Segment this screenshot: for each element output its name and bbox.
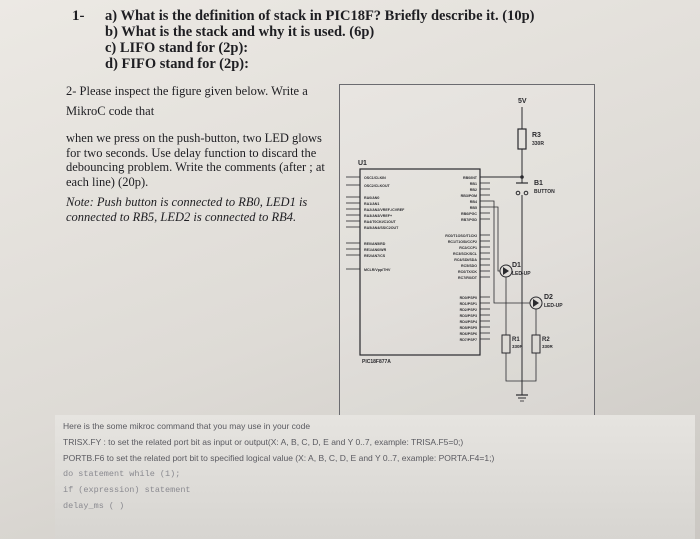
question-2: 2- Please inspect the figure given below… [66,84,328,189]
pin-label: RD5/PSP5 [460,326,477,330]
question-2-heading: MikroC code that [66,103,155,118]
pin-label: RD6/PSP6 [460,332,477,336]
pin-label: RA1/AN1 [364,202,379,206]
pin-label: OSC1/CLKIN [364,176,386,180]
pin-label: RC1/T1OSI/CCP2 [448,240,477,244]
resistor-r3 [517,128,527,150]
pin-label: RA0/AN0 [364,196,379,200]
b1-label: B1 [534,180,543,187]
r2-label: R2 [542,337,550,343]
pin-label: RC7/RX/DT [458,276,478,280]
pin-label: RB5 [470,206,477,210]
question-2-body: for two seconds. Use delay function to d… [66,145,317,160]
pin-label: RB2 [470,188,477,192]
question-2-body: each line) (20p). [66,174,149,189]
command-line: if (expression) statement [63,485,191,495]
question-2-note: Note: Push button is connected to RB0, L… [66,195,336,224]
command-intro: Here is the some mikroc command that you… [63,421,311,431]
pin-label: RD2/PSP2 [460,308,477,312]
microcontroller-chip [359,168,481,356]
pin-label: RA2/AN2/VREF-/CVREF [364,208,405,212]
pin-label: RC5/SDO [461,264,477,268]
pin-label: RA4/T0CKI/C1OUT [364,220,397,224]
pin-label: RA5/AN4/SS/C2OUT [364,226,399,230]
pin-label: RC3/SCK/SCL [453,252,478,256]
b1-type: BUTTON [534,189,555,195]
r1-label: R1 [512,337,520,343]
question-1-line: d) FIFO stand for (2p): [105,56,249,72]
d2-type: LED-UP [544,303,563,309]
r3-label: R3 [532,132,541,139]
ic-label: U1 [358,160,367,167]
pin-label: RD7/PSP7 [460,338,477,342]
pin-label: OSC2/CLKOUT [364,184,391,188]
pin-label: RB1 [470,182,477,186]
pin-label: RE2/AN7/CS [364,254,386,258]
question-1-line: c) LIFO stand for (2p): [105,40,249,56]
question-2-body: debouncing problem. Write the comments (… [66,160,325,174]
d2-label: D2 [544,294,553,301]
r3-value: 330R [532,141,544,147]
note-line: Note: Push button is connected to RB0, L… [66,195,308,209]
d1-type: LED-UP [512,271,531,277]
command-reference-box: Here is the some mikroc command that you… [55,415,695,539]
pin-label: RC6/TX/CK [458,270,477,274]
command-line: delay_ms ( ) [63,501,125,511]
pin-label: RD3/PSP3 [460,314,477,318]
schematic-drawing: 5V R3 330R B1 BUTTON U1 PIC18F877A [346,98,563,402]
pin-label: RE1/AN6/WR [364,248,387,252]
pin-label: RA3/AN3/VREF+ [364,214,392,218]
pin-label: MCLR/Vpp/THV [364,268,391,272]
pin-label: RB0/INT [463,176,478,180]
resistor-r1 [501,334,511,354]
note-line: connected to RB5, LED2 is connected to R… [66,209,297,224]
r2-value: 330R [542,344,554,349]
question-1-number: 1- [72,8,85,24]
command-line: PORTB.F6 to set the related port bit to … [63,453,495,463]
r1-value: 330R [512,344,524,349]
d1-label: D1 [512,262,521,269]
pin-label: RC0/T1OSO/T1CKI [445,234,477,238]
command-line: do statement while (1); [63,469,181,479]
supply-label: 5V [518,98,527,105]
question-1: a) What is the definition of stack in PI… [105,8,534,72]
pin-label: RB6/PGC [461,212,477,216]
question-1-line: a) What is the definition of stack in PI… [105,8,535,24]
pin-label: RC4/SDI/SDA [454,258,477,262]
circuit-schematic: 5V R3 330R B1 BUTTON U1 PIC18F877A [339,84,595,416]
command-line: TRISX.FY : to set the related port bit a… [63,437,464,447]
pin-label: RB3/PGM [461,194,477,198]
pin-label: RB7/PGD [461,218,477,222]
resistor-r2 [531,334,541,354]
question-1-line: b) What is the stack and why it is used.… [105,24,375,40]
pin-label: RC2/CCP1 [459,246,477,250]
question-2-body: when we press on the push-button, two LE… [66,131,322,145]
pin-label: RE0/AN5/RD [364,242,386,246]
pin-label: RD1/PSP1 [460,302,477,306]
pin-label: RD4/PSP4 [460,320,477,324]
question-2-heading: 2- Please inspect the figure given below… [66,84,308,98]
pin-label: RB4 [470,200,477,204]
pin-label: RD0/PSP0 [460,296,477,300]
chip-name: PIC18F877A [362,359,391,365]
